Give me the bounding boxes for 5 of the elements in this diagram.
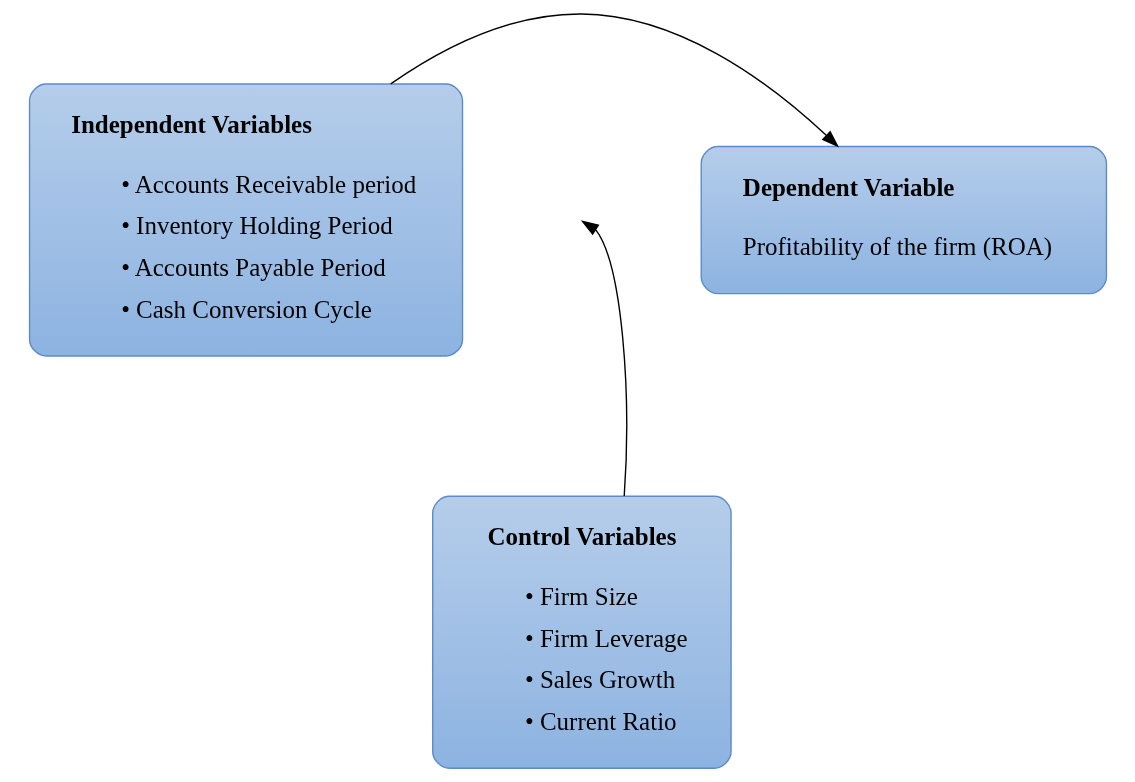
arrow [389,13,839,148]
arrow [580,220,627,497]
node-box: Independent Variables • Accounts Receivable period • Inventory Holding Period • Accounts Payable Period • Cash Conversion Cycle [28,83,463,357]
node-box: Dependent Variable Profitability of the firm (ROA) [700,145,1107,295]
node-box: Control Variables • Firm Size • Firm Leverage • Sales Growth • Current Ratio [431,495,732,769]
